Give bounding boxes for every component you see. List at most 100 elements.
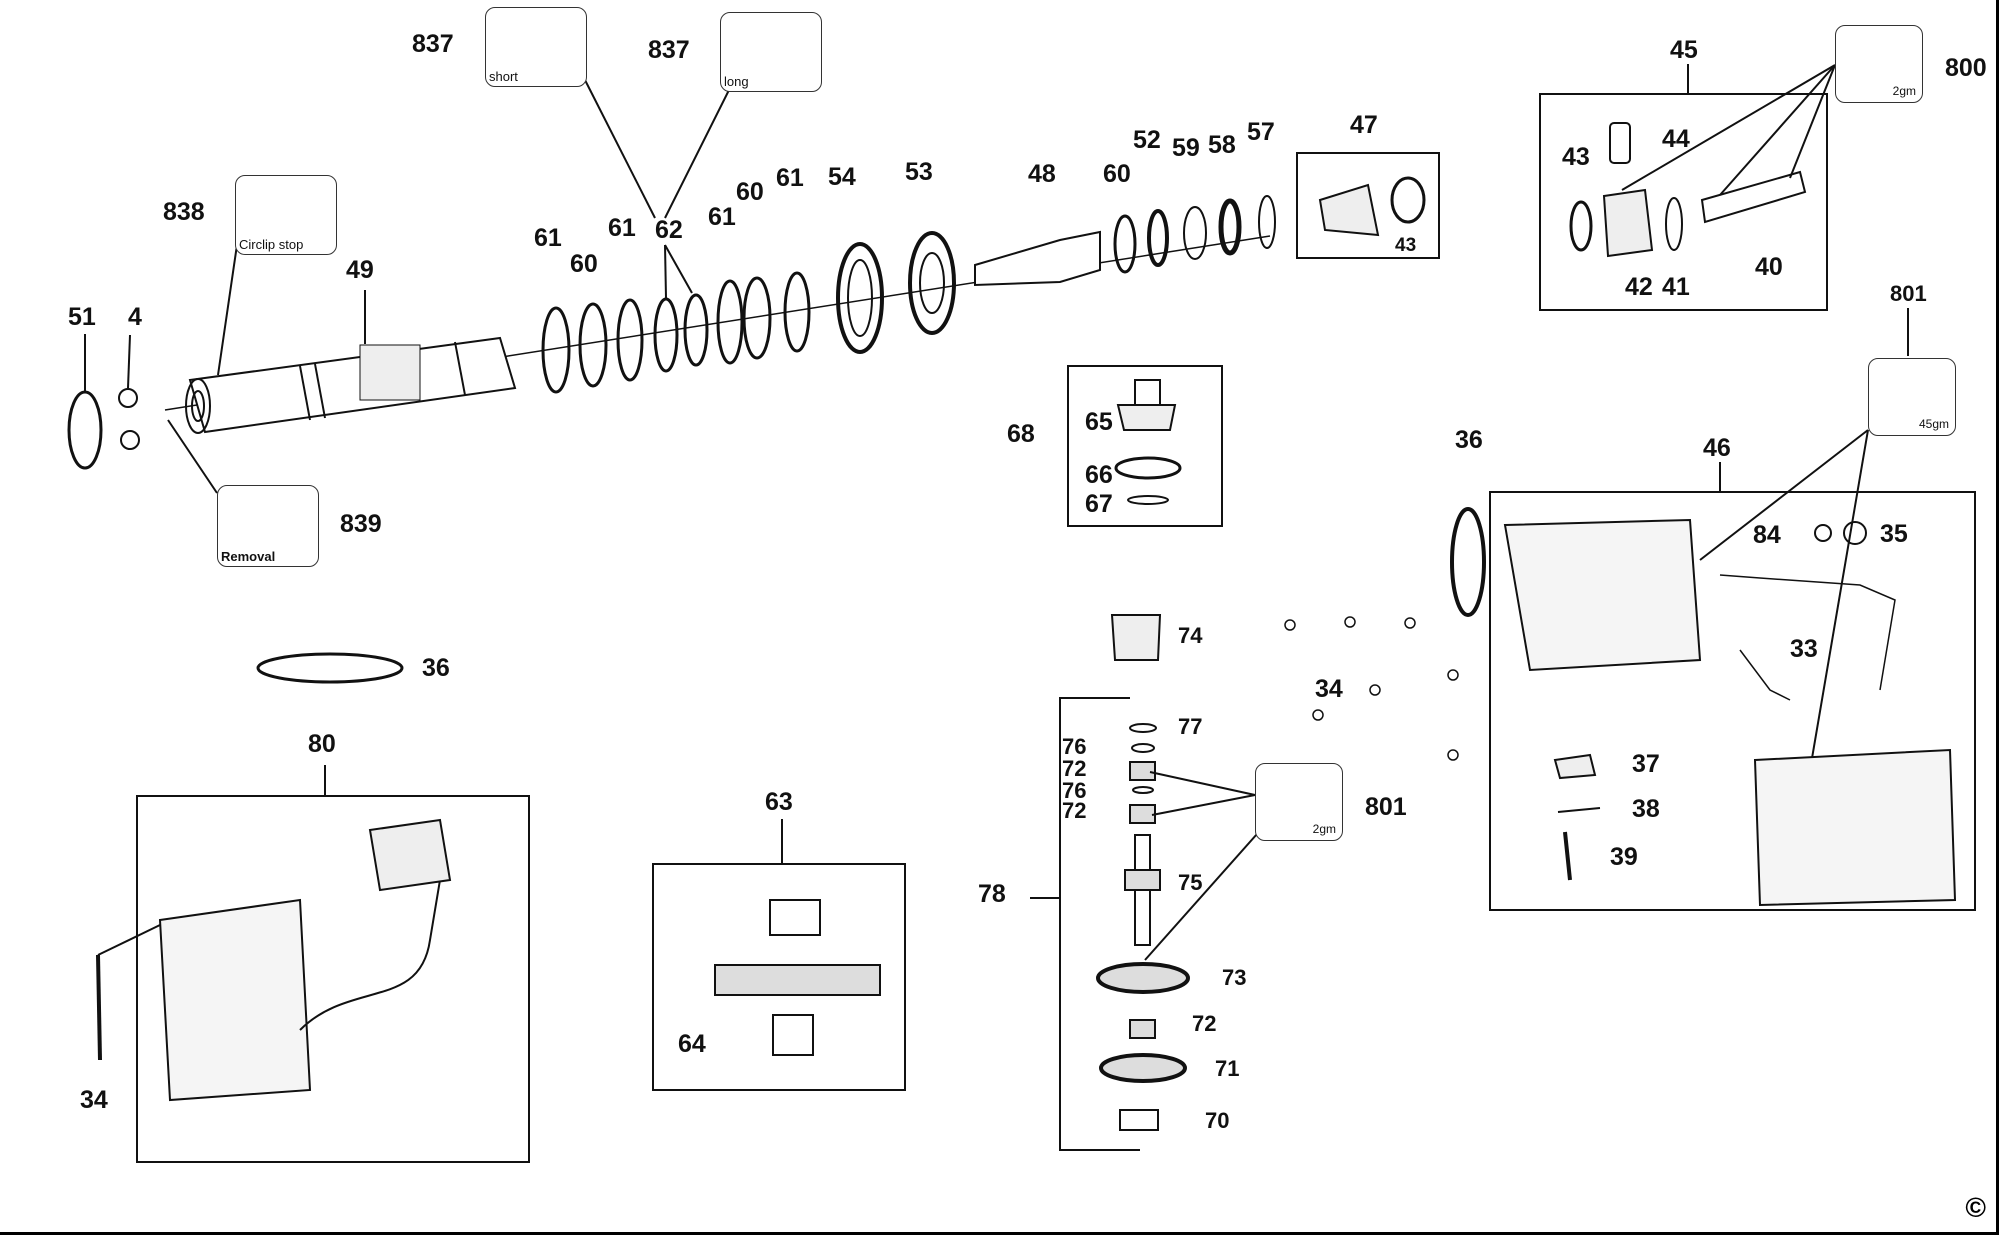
ring-part-62b — [683, 293, 709, 367]
part-label: 801 — [1890, 281, 1927, 306]
assembly-box-46 — [1489, 491, 1976, 911]
piston-part-48 — [974, 230, 1101, 287]
part-label: 47 — [1350, 111, 1378, 139]
inset-weight: 2gm — [1312, 822, 1336, 836]
ring-part-61d — [783, 271, 811, 353]
part-label: 839 — [340, 510, 382, 538]
inset-801-45gm: 45gm — [1868, 358, 1956, 436]
inset-caption: Removal — [221, 549, 276, 564]
assembly-box-45 — [1539, 93, 1828, 311]
part-label: 39 — [1610, 843, 1638, 871]
part-label: 77 — [1178, 714, 1203, 739]
part-label: 33 — [1790, 635, 1818, 663]
ring-part-60b — [742, 276, 772, 360]
part-label: 48 — [1028, 160, 1056, 188]
inset-800: 2gm — [1835, 25, 1923, 103]
part-label: 52 — [1133, 126, 1161, 154]
bearing-part-54 — [836, 242, 884, 354]
part-label: 66 — [1085, 461, 1113, 489]
part-label: 53 — [905, 158, 933, 186]
part-label: 60 — [1103, 160, 1131, 188]
part-label: 84 — [1753, 521, 1781, 549]
part-label: 71 — [1215, 1056, 1240, 1081]
assembly-bracket-78 — [1059, 697, 1140, 1151]
inset-837-short: short — [485, 7, 587, 87]
part-label: 67 — [1085, 490, 1113, 518]
gear-part-53 — [908, 231, 956, 335]
part-label: 76 — [1062, 734, 1087, 759]
inset-838: Circlip stop — [235, 175, 337, 255]
part-label: 61 — [534, 224, 562, 252]
assembly-box-63 — [652, 863, 906, 1091]
part-label: 837 — [648, 36, 690, 64]
leader-838 — [217, 237, 239, 376]
inset-caption: short — [489, 69, 518, 84]
part-label: 57 — [1247, 118, 1275, 146]
assembly-box-68 — [1067, 365, 1223, 527]
part-label: 36 — [422, 654, 450, 682]
part-label: 72 — [1062, 756, 1087, 781]
assembly-box-47 — [1296, 152, 1440, 259]
ring-part-60c — [1113, 214, 1137, 274]
leader-839 — [167, 419, 218, 494]
o-ring-part-36a — [1450, 507, 1486, 617]
seal-part-47 — [1318, 183, 1380, 237]
ring-part-52 — [1147, 209, 1169, 267]
switch-part — [368, 818, 452, 892]
ring-part-59 — [1183, 206, 1207, 260]
part-label: 74 — [1178, 623, 1203, 648]
o-ring-part-36b — [256, 652, 404, 684]
leader-837-short — [584, 79, 656, 219]
part-label: 61 — [708, 203, 736, 231]
gear-housing-lower — [1753, 748, 1957, 907]
ring-part-60a — [578, 302, 608, 388]
part-label: 64 — [678, 1030, 706, 1058]
part-label: 73 — [1222, 965, 1247, 990]
inset-caption: long — [724, 74, 749, 89]
part-label: 4 — [128, 303, 142, 331]
part-label: 46 — [1703, 434, 1731, 462]
ring-part-62a — [653, 297, 679, 373]
inset-839: Removal — [217, 485, 319, 567]
gear-housing-upper — [1503, 518, 1702, 672]
part-label: 72 — [1062, 798, 1087, 823]
clip-part-57 — [1258, 195, 1276, 249]
part-label: 61 — [608, 214, 636, 242]
gear-part-63 — [714, 964, 881, 996]
inset-801-2gm: 2gm — [1255, 763, 1343, 841]
part-label: 41 — [1662, 273, 1690, 301]
ring-part-61b — [616, 298, 644, 382]
part-label: 49 — [346, 256, 374, 284]
part-label: 34 — [80, 1086, 108, 1114]
part-label: 63 — [765, 788, 793, 816]
part-label: 70 — [1205, 1108, 1230, 1133]
o-ring-part-51 — [67, 390, 103, 470]
leader-837-long — [664, 87, 731, 219]
part-label: 36 — [1455, 426, 1483, 454]
part-label: 37 — [1632, 750, 1660, 778]
part-label: 62 — [655, 216, 683, 244]
part-label: 837 — [412, 30, 454, 58]
ball-part-4 — [118, 388, 138, 408]
inset-weight: 45gm — [1918, 417, 1949, 431]
part-label: 43 — [1395, 235, 1417, 256]
inset-837-long: long — [720, 12, 822, 92]
inset-weight: 2gm — [1892, 84, 1916, 98]
part-label: 800 — [1945, 54, 1987, 82]
part-label: 78 — [978, 880, 1006, 908]
part-label: 65 — [1085, 408, 1113, 436]
part-label: 40 — [1755, 253, 1783, 281]
ball-part-4b — [120, 430, 140, 450]
part-label: 38 — [1632, 795, 1660, 823]
part-label: 42 — [1625, 273, 1653, 301]
inset-caption: Circlip stop — [239, 237, 304, 252]
tool-holder-part-49 — [185, 336, 517, 434]
part-label: 44 — [1662, 125, 1690, 153]
part-label: 51 — [68, 303, 96, 331]
motor-part-80 — [158, 898, 312, 1102]
part-label: 43 — [1562, 143, 1590, 171]
part-label: 54 — [828, 163, 856, 191]
part-label: 59 — [1172, 134, 1200, 162]
part-label: 58 — [1208, 131, 1236, 159]
